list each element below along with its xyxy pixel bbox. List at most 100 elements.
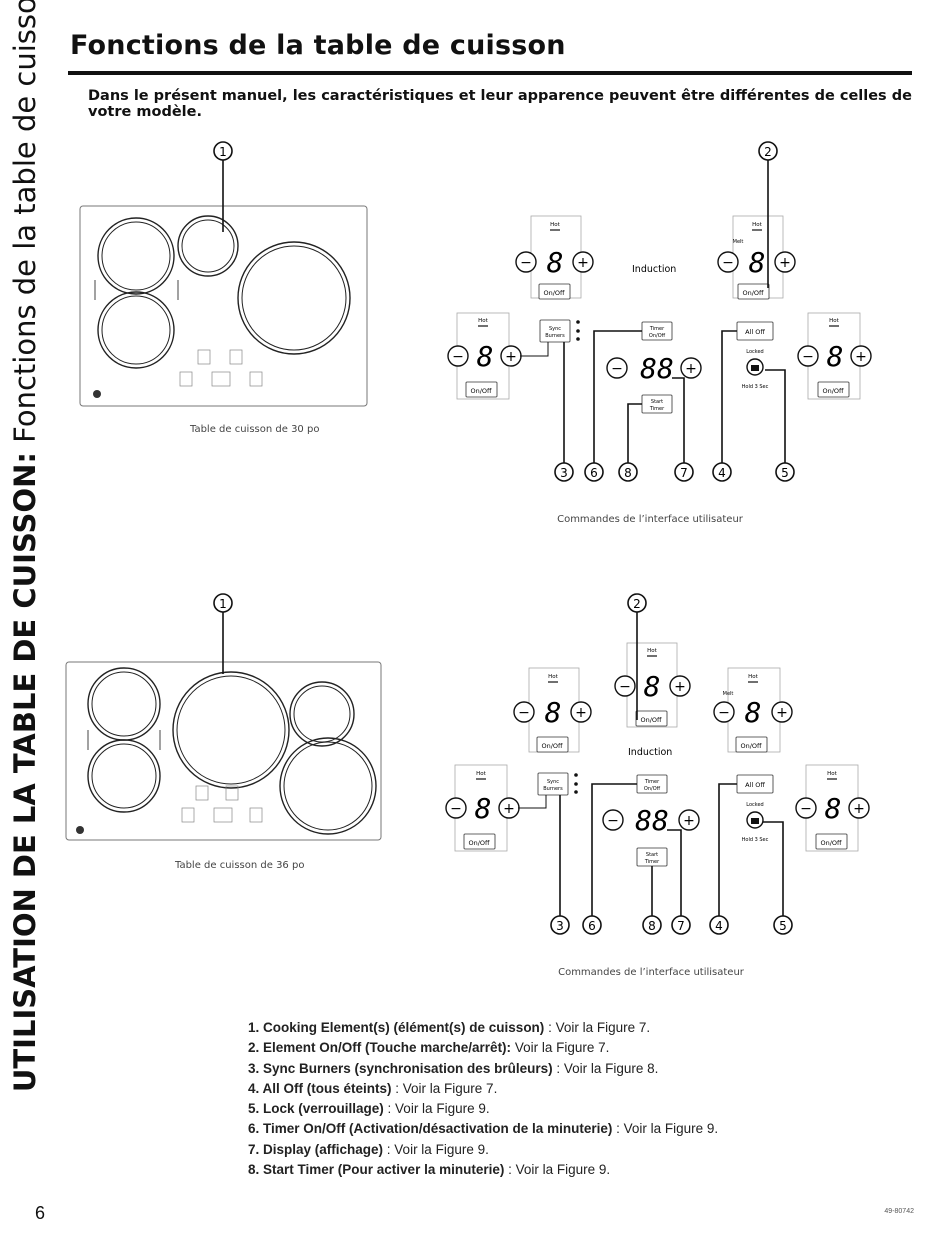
svg-text:3: 3 — [560, 466, 568, 480]
svg-text:−: − — [800, 801, 812, 817]
svg-text:+: + — [685, 361, 697, 377]
svg-text:−: − — [450, 801, 462, 817]
svg-text:8: 8 — [827, 340, 844, 373]
svg-text:+: + — [776, 705, 788, 721]
svg-text:+: + — [779, 255, 791, 271]
list-item: 1. Cooking Element(s) (élément(s) de cui… — [248, 1020, 651, 1035]
figures-canvas: Table de cuisson de 30 po Table de cuiss… — [65, 141, 872, 978]
svg-text:Sync: Sync — [549, 326, 561, 332]
svg-text:Timer: Timer — [649, 326, 665, 332]
svg-text:8: 8 — [477, 340, 494, 373]
feature-list: 1. Cooking Element(s) (élément(s) de cui… — [248, 1018, 718, 1180]
page-title: Fonctions de la table de cuisson — [70, 30, 566, 61]
svg-text:−: − — [802, 349, 814, 365]
svg-text:+: + — [853, 801, 865, 817]
svg-text:Timer: Timer — [644, 859, 660, 865]
list-item: 6. Timer On/Off (Activation/désactivatio… — [248, 1121, 719, 1137]
svg-text:+: + — [683, 813, 695, 829]
svg-text:2: 2 — [633, 597, 641, 611]
svg-text:−: − — [611, 361, 623, 377]
svg-text:Melt: Melt — [733, 239, 744, 245]
svg-text:7: 7 — [677, 919, 685, 933]
callout-6-top: 6 — [584, 462, 604, 482]
svg-text:Timer: Timer — [649, 406, 665, 412]
list-item: 5. Lock (verrouillage) : Voir la Figure … — [248, 1101, 490, 1117]
svg-text:On/Off: On/Off — [820, 839, 842, 847]
caption-controls-upper: Commandes de l’interface utilisateur — [557, 514, 744, 525]
svg-text:4: 4 — [715, 919, 723, 933]
svg-text:−: − — [718, 705, 730, 721]
svg-text:2: 2 — [764, 145, 772, 159]
list-item: 7. Display (affichage) : Voir la Figure … — [248, 1141, 489, 1157]
svg-text:+: + — [577, 255, 589, 271]
svg-text:Induction: Induction — [628, 747, 672, 758]
svg-text:8: 8 — [749, 246, 766, 279]
document-code: 49-80742 — [884, 1208, 914, 1215]
svg-text:Melt: Melt — [723, 691, 734, 697]
svg-text:+: + — [575, 705, 587, 721]
svg-text:On/Off: On/Off — [644, 786, 661, 792]
callout-1-top: 1 — [213, 141, 233, 161]
callout-8-bottom: 8 — [642, 915, 662, 935]
svg-text:Hot: Hot — [478, 318, 489, 324]
svg-text:8: 8 — [825, 792, 842, 825]
svg-text:Timer: Timer — [644, 779, 660, 785]
callout-8-top: 8 — [618, 462, 638, 482]
title-rule — [68, 71, 912, 75]
svg-text:+: + — [855, 349, 867, 365]
callout-2-top: 2 — [758, 141, 778, 161]
cooktop-30-figure: Table de cuisson de 30 po — [79, 160, 368, 435]
svg-text:Hot: Hot — [647, 648, 658, 654]
svg-text:Hold 3 Sec: Hold 3 Sec — [742, 384, 769, 390]
svg-text:On/Off: On/Off — [640, 716, 662, 724]
svg-text:Burners: Burners — [545, 333, 565, 339]
caption-cooktop-36: Table de cuisson de 36 po — [174, 860, 304, 871]
svg-text:Hot: Hot — [829, 318, 840, 324]
svg-text:On/Off: On/Off — [468, 839, 490, 847]
callout-5-top: 5 — [775, 462, 795, 482]
svg-text:8: 8 — [475, 792, 492, 825]
callout-5-bottom: 5 — [773, 915, 793, 935]
list-item: 3. Sync Burners (synchronisation des brû… — [248, 1060, 659, 1076]
induction-label: Induction — [632, 264, 676, 275]
svg-text:8: 8 — [648, 919, 656, 933]
svg-text:8: 8 — [745, 696, 762, 729]
callout-3-top: 3 — [554, 462, 574, 482]
svg-text:All Off: All Off — [745, 781, 765, 789]
svg-text:On/Off: On/Off — [740, 742, 762, 750]
svg-text:88: 88 — [640, 352, 674, 385]
controls-figure-lower: − 8 + Hot On/Off − 8 + Hot On/Off Induct… — [445, 612, 870, 978]
svg-text:All Off: All Off — [745, 328, 765, 336]
svg-text:Hot: Hot — [476, 771, 487, 777]
callout-4-top: 4 — [712, 462, 732, 482]
page-number: 6 — [35, 1203, 46, 1223]
svg-text:6: 6 — [590, 466, 598, 480]
svg-text:3: 3 — [556, 919, 564, 933]
svg-text:8: 8 — [545, 696, 562, 729]
svg-text:Start: Start — [646, 852, 658, 858]
svg-text:Start: Start — [651, 399, 663, 405]
svg-text:−: − — [722, 255, 734, 271]
svg-text:+: + — [674, 679, 686, 695]
svg-text:−: − — [607, 813, 619, 829]
svg-text:5: 5 — [779, 919, 787, 933]
svg-text:Hot: Hot — [550, 222, 561, 228]
svg-text:On/Off: On/Off — [822, 387, 844, 395]
svg-text:On/Off: On/Off — [649, 333, 666, 339]
svg-text:1: 1 — [219, 597, 227, 611]
svg-text:Hot: Hot — [748, 674, 759, 680]
svg-text:+: + — [503, 801, 515, 817]
caption-cooktop-30: Table de cuisson de 30 po — [189, 424, 319, 435]
svg-text:Hot: Hot — [548, 674, 559, 680]
callout-7-bottom: 7 — [671, 915, 691, 935]
callout-1-bottom: 1 — [213, 593, 233, 613]
svg-text:1: 1 — [219, 145, 227, 159]
svg-text:8: 8 — [547, 246, 564, 279]
svg-text:+: + — [505, 349, 517, 365]
svg-text:Locked: Locked — [746, 349, 763, 355]
callout-3-bottom: 3 — [550, 915, 570, 935]
svg-text:7: 7 — [680, 466, 688, 480]
svg-text:Burners: Burners — [543, 786, 563, 792]
controls-figure-upper: − 8 + Hot On/Off Induction − 8 + Hot Mel… — [447, 160, 872, 525]
page-subtitle: Dans le présent manuel, les caractéristi… — [88, 88, 912, 120]
